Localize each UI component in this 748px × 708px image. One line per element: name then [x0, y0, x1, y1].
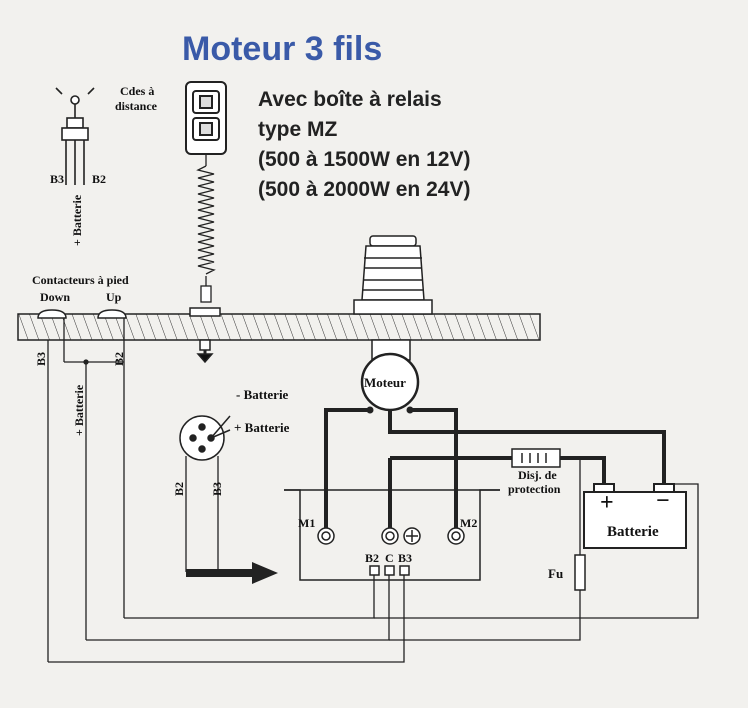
socket-b2-label: B2 [172, 481, 186, 496]
subtitle-line-3: (500 à 1500W en 12V) [258, 148, 471, 171]
foot-switch-down-label: Down [40, 290, 71, 304]
foot-switch-up [97, 309, 127, 319]
toggle-battery-label: + Batterie [70, 194, 84, 246]
socket-wiring [185, 456, 219, 572]
deck-socket [189, 307, 221, 364]
foot-switches-label: Contacteurs à pied [32, 273, 129, 287]
fuse-label: Fu [548, 566, 564, 581]
motor-label: Moteur [364, 375, 406, 390]
toggle-switch-icon [55, 87, 95, 185]
deck-plank [17, 313, 541, 341]
page-title: Moteur 3 fils [182, 30, 383, 68]
remote-control-icon [185, 81, 227, 155]
toggle-b3-label: B3 [50, 172, 65, 186]
breaker-icon [511, 448, 561, 468]
battery-minus-label: − [656, 488, 670, 514]
arrow-right-icon [186, 562, 278, 584]
foot-b3-label: B3 [34, 351, 48, 366]
subtitle-line-4: (500 à 2000W en 24V) [258, 178, 471, 201]
breaker-label-2: protection [508, 482, 561, 496]
m2-label: M2 [460, 516, 478, 530]
subtitle-line-1: Avec boîte à relais [258, 88, 442, 111]
battery-label: Batterie [607, 524, 659, 540]
relay-b3-label: B3 [398, 551, 413, 565]
relay-box [284, 489, 500, 581]
relay-c-label: C [385, 551, 394, 565]
foot-switch-wiring [47, 318, 125, 662]
breaker-label-1: Disj. de [518, 468, 557, 482]
m1-label: M1 [298, 516, 316, 530]
negative-battery-label: - Batterie [236, 387, 289, 402]
foot-battery-label: + Batterie [72, 384, 86, 436]
foot-switch-up-label: Up [106, 290, 122, 304]
coiled-cable [196, 154, 216, 303]
relay-terminals [317, 527, 465, 576]
remote-label-2: distance [115, 99, 157, 113]
remote-label-1: Cdes à [120, 84, 155, 98]
socket-b3-label: B3 [210, 481, 224, 496]
foot-b2-label: B2 [112, 351, 126, 366]
motor-terminal-left [366, 406, 374, 414]
battery-icon [583, 483, 687, 549]
motor-terminal-right [406, 406, 414, 414]
fuse-icon [574, 554, 586, 591]
foot-switch-down [37, 309, 67, 319]
battery-plus-label: + [600, 490, 614, 516]
socket-connector-icon [179, 415, 231, 461]
subtitle-line-2: type MZ [258, 118, 338, 141]
control-wiring [48, 460, 699, 663]
motor-wiring [324, 408, 666, 528]
toggle-b2-label: B2 [92, 172, 107, 186]
positive-battery-label: + Batterie [234, 420, 290, 435]
windlass-icon [353, 235, 433, 361]
relay-b2-label: B2 [365, 551, 380, 565]
